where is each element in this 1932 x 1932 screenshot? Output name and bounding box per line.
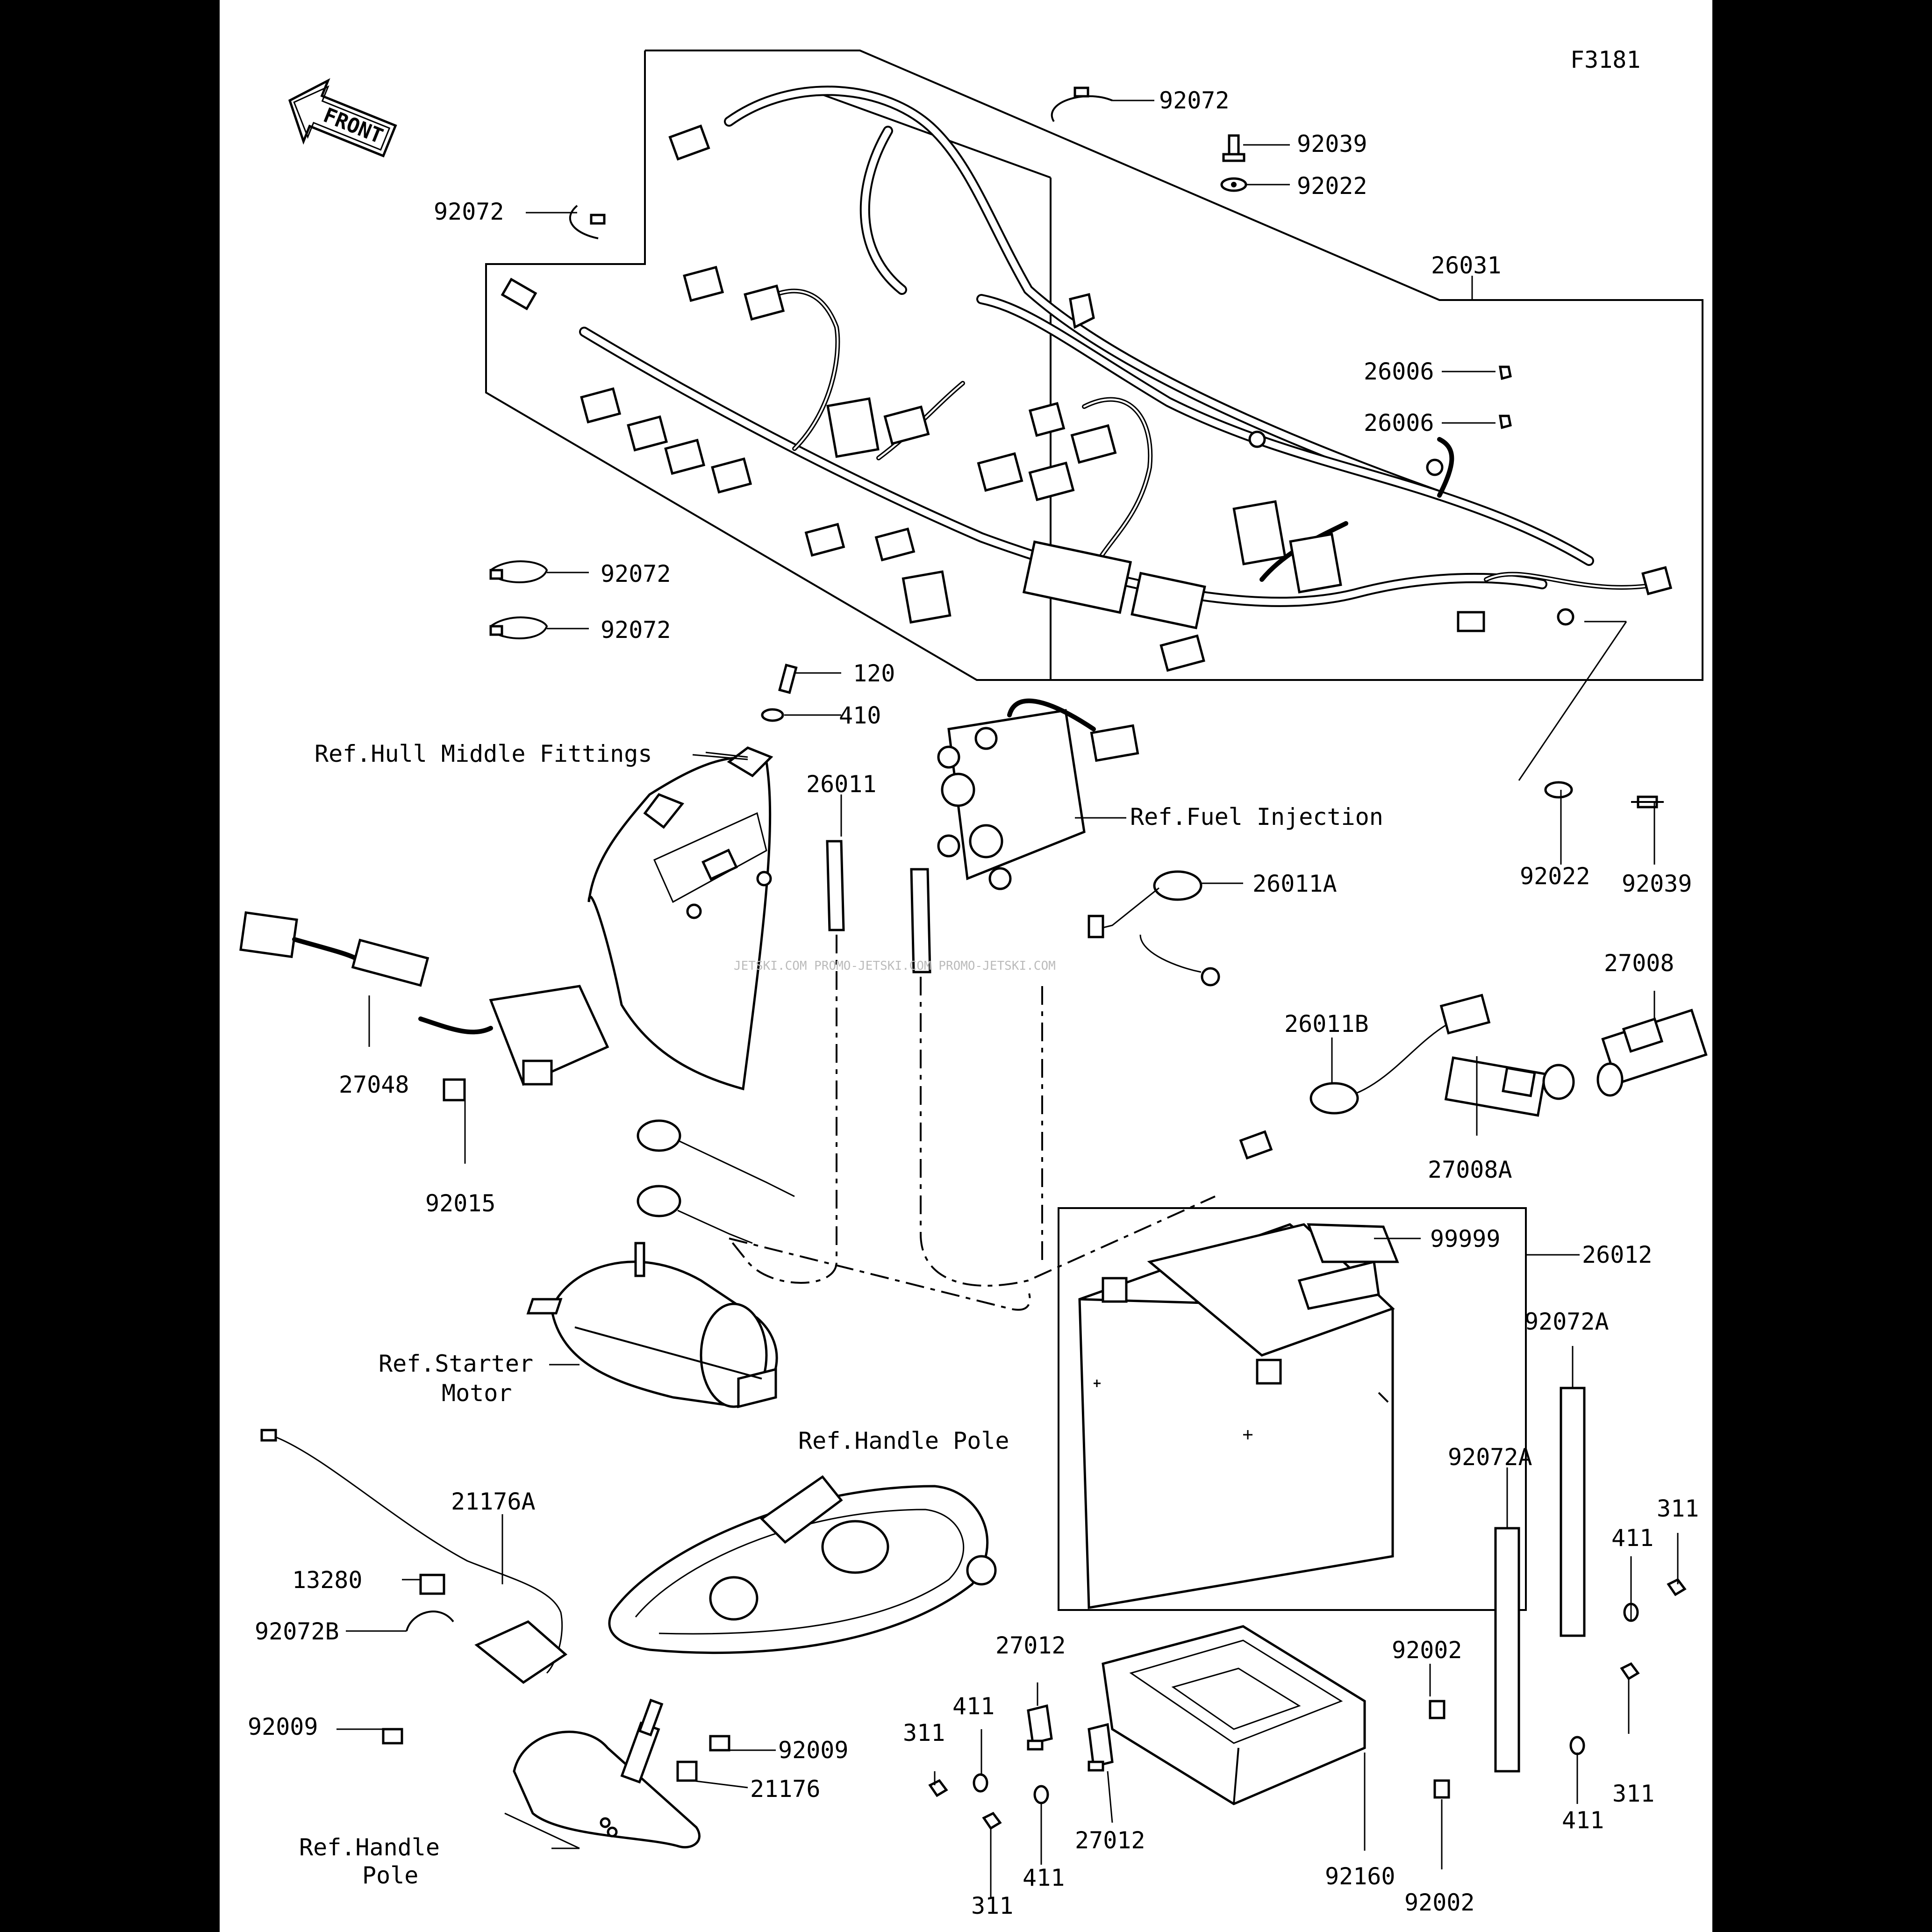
part-labels: F3181 92072 92039 92022 92072 26031 2600… <box>248 46 1699 1919</box>
handle-pole-lower <box>513 1698 701 1849</box>
part-label: 92022 <box>1297 172 1367 200</box>
part-label: 92072 <box>601 560 671 587</box>
part-label: 92009 <box>248 1713 318 1740</box>
key-fobs <box>1444 1009 1708 1117</box>
part-label: 92039 <box>1622 870 1692 897</box>
diagram-svg: FRONT <box>239 46 1708 1919</box>
part-label: 311 <box>1657 1495 1699 1522</box>
left-black-border <box>0 0 220 1932</box>
battery <box>1058 1207 1527 1611</box>
part-label: 120 <box>853 660 895 687</box>
ref-starter-motor-line2: Motor <box>442 1380 512 1407</box>
ref-handle-pole-lower-line1: Ref.Handle <box>299 1834 440 1861</box>
part-label: 411 <box>952 1693 995 1720</box>
leader-lines <box>336 100 1679 1897</box>
part-label: 92072A <box>1524 1308 1609 1335</box>
part-label: 26031 <box>1431 252 1502 279</box>
part-label: 27048 <box>339 1071 409 1098</box>
part-label: 411 <box>1562 1807 1604 1834</box>
part-label: 26006 <box>1364 358 1434 385</box>
part-label: 92015 <box>425 1190 496 1217</box>
part-label: 92072B <box>255 1618 339 1645</box>
sensor-21176A <box>260 1429 730 1782</box>
part-label: 26011B <box>1284 1010 1369 1038</box>
bolt-120 <box>761 664 798 722</box>
harness-connectors <box>501 124 1673 672</box>
parts-diagram: FRONT <box>220 0 1712 1932</box>
part-label: 92072 <box>1159 87 1230 114</box>
handle-pole-upper <box>608 1475 997 1654</box>
main-wiring-harness <box>579 86 1661 607</box>
part-label: 26011 <box>806 771 877 798</box>
part-label: 92009 <box>778 1737 849 1764</box>
part-label: 92002 <box>1404 1889 1475 1916</box>
part-label: 92022 <box>1520 863 1590 890</box>
battery-case <box>1102 1625 1366 1805</box>
starter-motor <box>526 1119 795 1409</box>
ref-handle-pole-lower-line2: Pole <box>362 1862 418 1889</box>
part-label: 26012 <box>1582 1241 1653 1268</box>
terminal-27012 <box>928 1704 1114 1830</box>
part-label: 410 <box>839 702 881 729</box>
part-label: 27008A <box>1428 1156 1512 1183</box>
figure-id: F3181 <box>1570 46 1641 73</box>
part-label: 27012 <box>995 1632 1066 1659</box>
part-label: 13280 <box>292 1567 363 1594</box>
relay-27048 <box>239 911 609 1102</box>
part-label: 26006 <box>1364 409 1434 436</box>
part-label: 27012 <box>1075 1827 1145 1854</box>
part-label: 92039 <box>1297 130 1367 157</box>
part-label: 311 <box>903 1719 945 1746</box>
part-label: 92002 <box>1392 1637 1462 1664</box>
ref-fuel-injection: Ref.Fuel Injection <box>1130 803 1383 830</box>
part-label: 26011A <box>1252 870 1337 897</box>
part-label: 311 <box>1612 1780 1654 1807</box>
part-label: 92072 <box>601 616 671 644</box>
part-label: 311 <box>971 1892 1013 1919</box>
small-fasteners <box>1220 134 1664 809</box>
right-black-border <box>1712 0 1932 1932</box>
ref-handle-pole: Ref.Handle Pole <box>798 1427 1009 1454</box>
fuel-injection-relay <box>937 698 1139 890</box>
ref-starter-motor-line1: Ref.Starter <box>379 1350 533 1377</box>
part-label: 21176A <box>451 1488 536 1515</box>
clamp-bands <box>489 86 1113 639</box>
part-label: 92072A <box>1448 1444 1532 1471</box>
watermark: JETSKI.COM PROMO-JETSKI.COM PROMO-JETSKI… <box>734 959 1056 973</box>
front-arrow-icon: FRONT <box>288 78 397 157</box>
part-label: 99999 <box>1430 1225 1501 1252</box>
part-label: 21176 <box>750 1775 821 1803</box>
ref-hull-middle-fittings: Ref.Hull Middle Fittings <box>315 740 652 767</box>
battery-cables <box>728 840 1491 1311</box>
hull-middle-fittings <box>587 746 773 1091</box>
part-label: 411 <box>1611 1524 1653 1552</box>
part-label: 92072 <box>434 198 504 225</box>
part-label: 92160 <box>1325 1863 1395 1890</box>
part-label: 411 <box>1023 1864 1065 1891</box>
part-label: 27008 <box>1604 950 1674 977</box>
reference-labels: Ref.Hull Middle Fittings Ref.Fuel Inject… <box>299 740 1383 1889</box>
